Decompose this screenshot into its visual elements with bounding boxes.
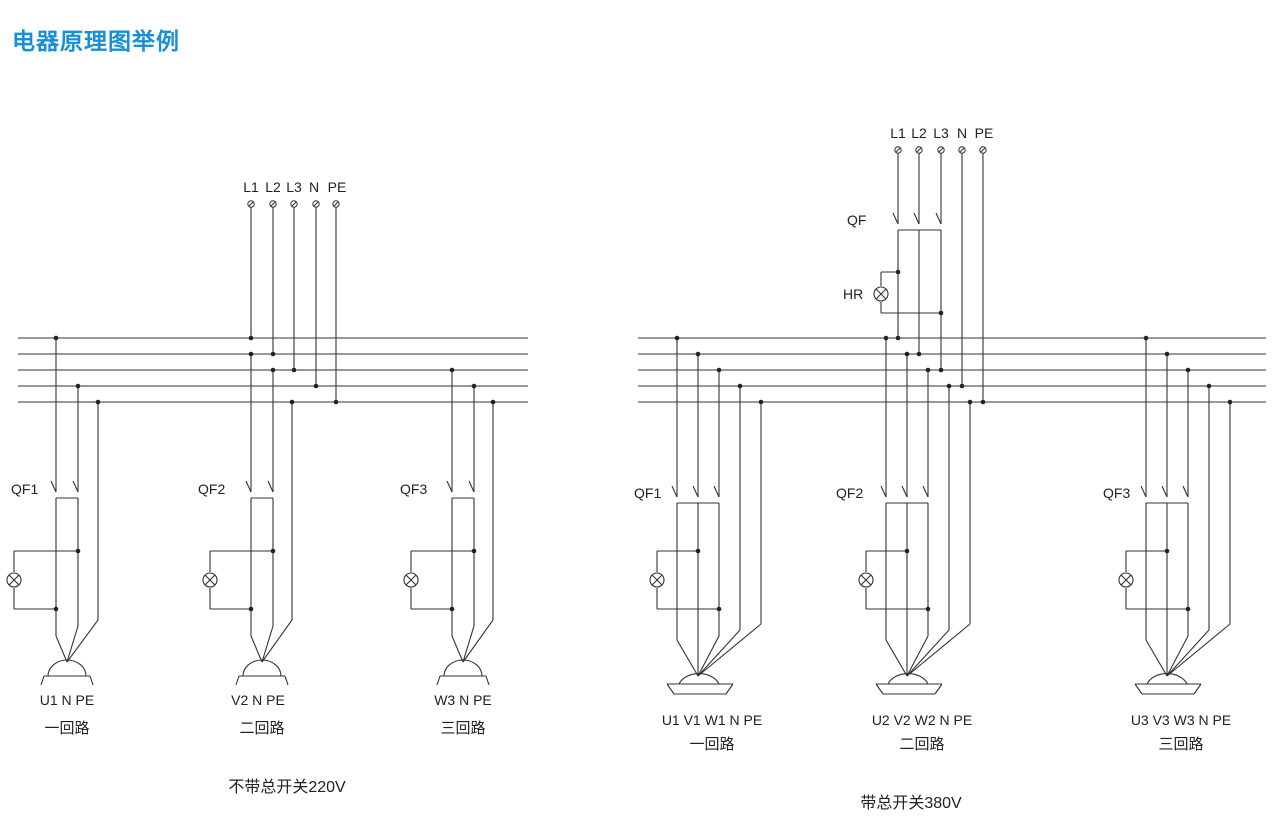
breaker-label-qf1: QF1 <box>11 481 38 497</box>
label-l1: L1 <box>243 179 259 195</box>
right-circuit-2: QF2 U2 V2 W2 N PE 二回路 <box>836 335 973 753</box>
label-l3: L3 <box>933 125 949 141</box>
label-n: N <box>309 179 319 195</box>
socket-label: U2 V2 W2 N PE <box>872 712 972 728</box>
right-circuit-3: QF3 U3 V3 W3 N PE 三回路 <box>1103 335 1233 753</box>
left-feeder-terminals <box>247 200 340 208</box>
page-title: 电器原理图举例 <box>12 29 180 55</box>
indicator-label: HR <box>843 286 863 302</box>
label-pe: PE <box>975 125 994 141</box>
label-l1: L1 <box>890 125 906 141</box>
right-diagram: L1 L2 L3 N PE QF HR <box>634 125 1266 812</box>
left-feeders <box>250 204 337 402</box>
label-l2: L2 <box>265 179 281 195</box>
circuit-name: 三回路 <box>440 720 485 737</box>
left-diagram: L1 L2 L3 N PE <box>6 179 528 796</box>
label-l3: L3 <box>286 179 302 195</box>
left-circuit-3: QF3 W3 N PE 三回路 <box>400 367 496 737</box>
breaker-label-qf3: QF3 <box>1103 485 1130 501</box>
label-n: N <box>957 125 967 141</box>
circuit-name: 三回路 <box>1158 736 1203 753</box>
left-circuit-2: QF2 V2 N PE 二回路 <box>198 351 295 737</box>
left-terminal-labels: L1 L2 L3 N PE <box>243 179 346 195</box>
circuit-name: 一回路 <box>44 720 89 737</box>
socket-label: U3 V3 W3 N PE <box>1131 712 1231 728</box>
left-caption: 不带总开关220V <box>228 778 346 796</box>
breaker-label-qf2: QF2 <box>836 485 863 501</box>
breaker-label-qf1: QF1 <box>634 485 661 501</box>
breaker-label-qf2: QF2 <box>198 481 225 497</box>
circuit-name: 一回路 <box>689 736 734 753</box>
right-busbars <box>638 337 1266 403</box>
right-terminal-labels: L1 L2 L3 N PE <box>890 125 993 141</box>
right-circuit-1: QF1 U1 V1 W1 N PE 一回路 <box>634 335 764 753</box>
socket-label: U1 V1 W1 N PE <box>662 712 762 728</box>
socket-label: U1 N PE <box>40 692 94 708</box>
right-feeder-terminals <box>894 146 987 154</box>
left-circuit-1: QF1 U1 N PE 一回路 <box>6 335 101 737</box>
label-l2: L2 <box>911 125 927 141</box>
socket-label: W3 N PE <box>434 692 492 708</box>
right-caption: 带总开关380V <box>860 794 962 812</box>
breaker-label-qf3: QF3 <box>400 481 427 497</box>
label-pe: PE <box>328 179 347 195</box>
socket-label: V2 N PE <box>231 692 285 708</box>
main-breaker-label: QF <box>847 212 866 228</box>
circuit-name: 二回路 <box>899 736 944 753</box>
right-feeders <box>880 150 984 402</box>
circuit-name: 二回路 <box>239 720 284 737</box>
